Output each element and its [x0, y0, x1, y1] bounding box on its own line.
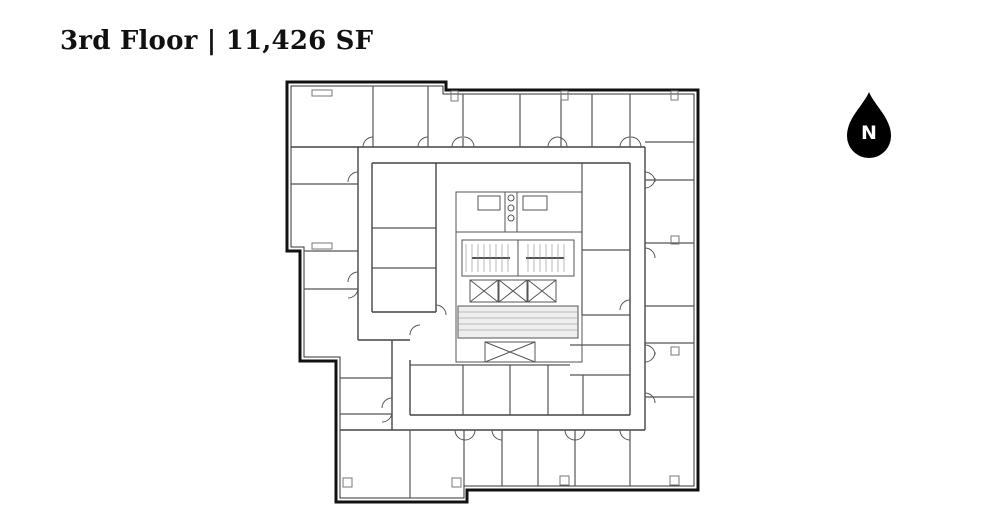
column-markers	[311, 89, 680, 488]
building-core	[455, 191, 583, 363]
page-title: 3rd Floor | 11,426 SF	[60, 26, 374, 56]
north-label: N	[861, 122, 877, 144]
office-partitions	[291, 86, 694, 498]
door-swings	[347, 136, 656, 441]
north-arrow-icon	[847, 92, 891, 158]
exterior-wall	[285, 80, 700, 504]
interior-exterior-line	[290, 85, 695, 499]
north-arrow: N	[845, 92, 893, 160]
